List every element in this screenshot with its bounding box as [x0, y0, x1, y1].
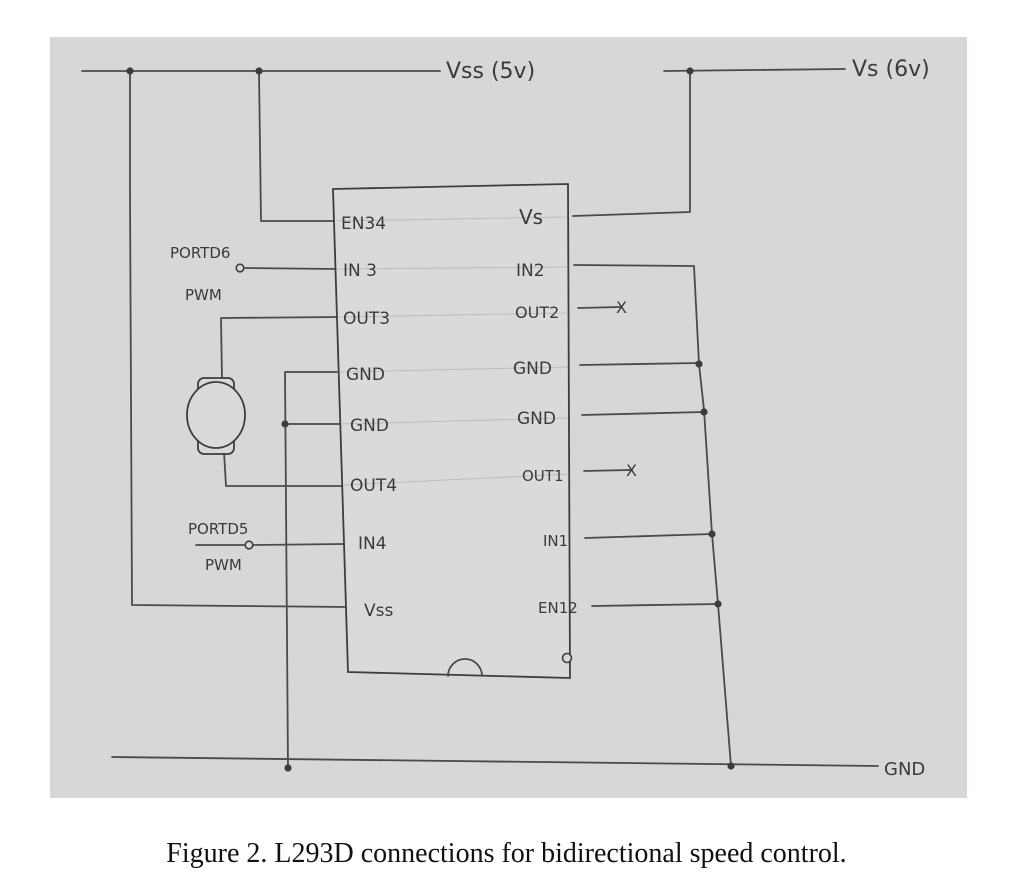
- pin-label-in3: IN 3: [343, 261, 377, 281]
- chip-pin-guides: [336, 216, 569, 486]
- pin-label-out1: OUT1: [522, 467, 564, 485]
- gnd-rail: [111, 756, 879, 767]
- pin-label-out4: OUT4: [350, 476, 397, 496]
- out1-stub-wire: [583, 469, 631, 472]
- right-gnd-pin-wire-1: [579, 362, 700, 366]
- vs-rail-label: Vs (6v): [852, 57, 930, 82]
- pin-label-in4: IN4: [358, 534, 387, 554]
- vss-rail-label: Vss (5v): [446, 59, 535, 84]
- pin-label-in2: IN2: [516, 261, 545, 281]
- in1-tie-wire: [584, 533, 713, 539]
- left-gnd-bus-wire: [284, 371, 338, 769]
- vs-pin-wire: [572, 70, 691, 217]
- pin-label-en12: EN12: [538, 599, 578, 617]
- pwm-label-top: PWM: [185, 286, 222, 304]
- en12-tie-wire: [591, 603, 719, 607]
- figure-caption: Figure 2. L293D connections for bidirect…: [166, 838, 847, 869]
- in3-input-wire: [242, 267, 339, 270]
- in4-input-wire: [252, 543, 344, 546]
- portd5-label: PORTD5: [188, 520, 248, 538]
- motor-icon: [186, 377, 246, 455]
- junction-dots: [126, 67, 735, 772]
- portd5-terminal: [244, 540, 254, 550]
- l293d-chip: [332, 183, 571, 679]
- pin-label-en34: EN34: [341, 214, 386, 234]
- pin-label-gnd-left-1: GND: [346, 365, 385, 385]
- pin-label-gnd-left-2: GND: [350, 416, 389, 436]
- vs-rail: [663, 68, 846, 72]
- pin-label-out3: OUT3: [343, 309, 390, 329]
- out3-motor-wire: [220, 316, 339, 381]
- pin-label-in1: IN1: [543, 532, 568, 550]
- portd6-label: PORTD6: [170, 244, 230, 262]
- out2-no-connect-mark: X: [616, 298, 627, 317]
- out1-no-connect-mark: X: [626, 461, 637, 480]
- vss-to-chip-wire: [129, 70, 349, 608]
- pin-label-out2: OUT2: [515, 303, 559, 322]
- pwm-label-bottom: PWM: [205, 556, 242, 574]
- en34-wire: [258, 70, 337, 222]
- pin1-marker-dot: [561, 652, 573, 664]
- chip-notch: [447, 658, 483, 677]
- pin-label-vss: Vss: [364, 601, 393, 621]
- portd6-terminal: [235, 263, 245, 273]
- out4-motor-wire: [223, 451, 347, 487]
- pin-label-gnd-right-2: GND: [517, 409, 556, 429]
- gnd-rail-label: GND: [884, 759, 925, 780]
- pin-label-vs: Vs: [519, 205, 543, 229]
- right-gnd-pin-wire-2: [581, 411, 705, 416]
- out2-stub-wire: [577, 306, 621, 309]
- pin-label-gnd-right-1: GND: [513, 359, 552, 379]
